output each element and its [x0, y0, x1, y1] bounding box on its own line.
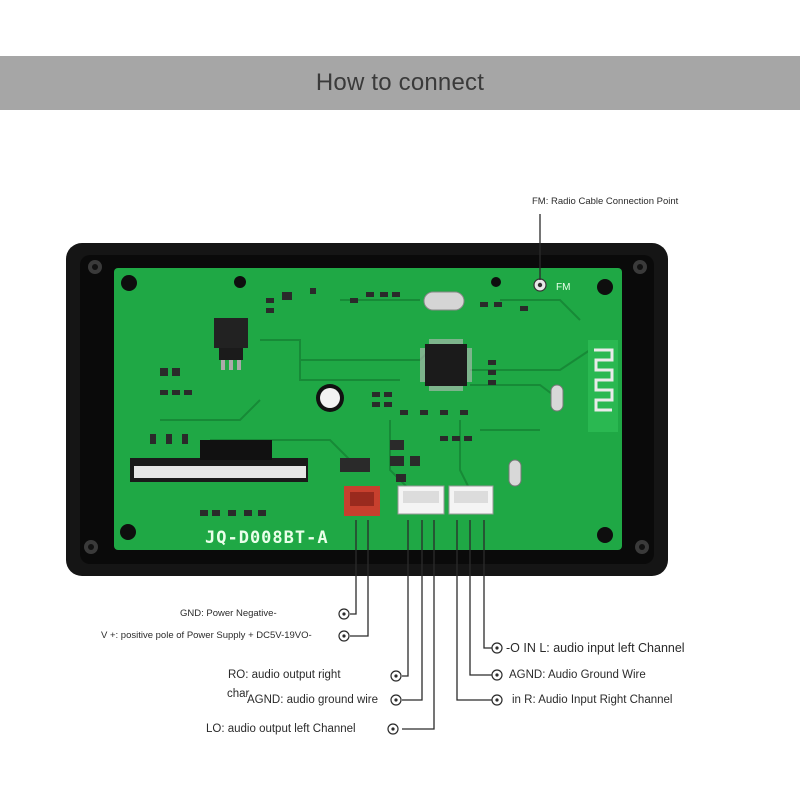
main-ic-chip — [420, 339, 472, 391]
agnd-output-label: AGND: audio ground wire — [247, 694, 381, 707]
board-model-silkscreen: JQ-D008BT-A — [205, 528, 329, 548]
bluetooth-antenna — [588, 340, 618, 432]
fm-label: FM: Radio Cable Connection Point — [532, 196, 679, 207]
gnd-label: GND: Power Negative- — [180, 608, 277, 619]
case-screws — [84, 260, 649, 554]
vplus-label: V +: positive pole of Power Supply + DC5… — [101, 630, 312, 641]
fm-connection-point — [533, 278, 547, 292]
crystal-oscillator — [423, 291, 465, 311]
fm-silk-label: FM — [556, 282, 570, 293]
in-r-label: in R: Audio Input Right Channel — [512, 694, 673, 706]
audio-input-connector — [448, 485, 494, 515]
ro-label: RO: audio output right — [228, 669, 341, 681]
voltage-regulator — [214, 318, 248, 370]
header-bar: How to connect — [0, 56, 800, 110]
smd-components — [150, 288, 528, 516]
oval-pads — [508, 384, 564, 487]
sd-card-slot — [130, 440, 308, 482]
in-l-label: -O IN L: audio input left Channel — [506, 641, 685, 655]
page-title: How to connect — [315, 69, 485, 96]
leader-lines — [350, 214, 541, 730]
audio-output-connector — [397, 485, 445, 515]
agnd-input-label: AGND: Audio Ground Wire — [509, 669, 646, 681]
power-connector — [344, 486, 380, 516]
terminal-dots — [342, 612, 499, 731]
ro-label-continued: char — [227, 688, 250, 700]
lo-label: LO: audio output left Channel — [206, 723, 356, 735]
terminal-rings — [338, 608, 503, 735]
capacitor — [316, 384, 344, 412]
pcb-holes — [120, 275, 613, 543]
